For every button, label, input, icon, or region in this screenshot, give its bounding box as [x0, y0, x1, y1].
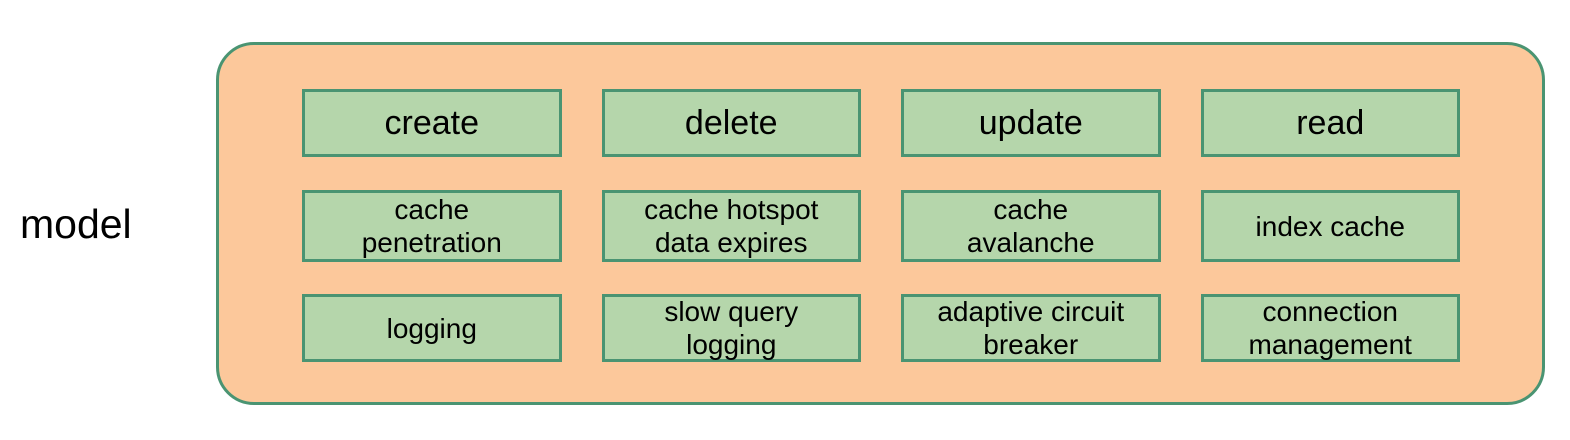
cache-concerns-row: cache penetration cache hotspot data exp… [302, 190, 1460, 262]
box-cache-penetration[interactable]: cache penetration [302, 190, 562, 262]
box-cache-avalanche-label: cache avalanche [966, 194, 1095, 258]
box-logging-label: logging [386, 312, 477, 344]
box-adaptive-circuit-breaker[interactable]: adaptive circuit breaker [901, 294, 1161, 362]
model-group-container: create delete update read cache penetrat… [216, 42, 1545, 405]
box-slow-query-logging[interactable]: slow query logging [601, 294, 861, 362]
box-cache-hotspot-data-expires-label: cache hotspot data expires [644, 194, 819, 258]
box-update[interactable]: update [901, 89, 1161, 157]
box-connection-management-label: connection management [1248, 296, 1412, 360]
box-delete-label: delete [684, 104, 778, 142]
box-slow-query-logging-label: slow query logging [664, 296, 799, 360]
box-connection-management[interactable]: connection management [1200, 294, 1460, 362]
box-cache-avalanche[interactable]: cache avalanche [901, 190, 1161, 262]
box-adaptive-circuit-breaker-label: adaptive circuit breaker [937, 296, 1125, 360]
box-index-cache-label: index cache [1255, 210, 1405, 242]
box-cache-hotspot-data-expires[interactable]: cache hotspot data expires [601, 190, 861, 262]
box-index-cache[interactable]: index cache [1200, 190, 1460, 262]
operations-row: create delete update read [302, 89, 1460, 157]
model-label: model [20, 201, 132, 247]
box-cache-penetration-label: cache penetration [361, 194, 502, 258]
box-read-label: read [1296, 104, 1365, 142]
box-create-label: create [384, 104, 480, 142]
box-update-label: update [978, 104, 1083, 142]
box-read[interactable]: read [1200, 89, 1460, 157]
box-delete[interactable]: delete [601, 89, 861, 157]
box-create[interactable]: create [302, 89, 562, 157]
reliability-concerns-row: logging slow query logging adaptive circ… [302, 294, 1460, 362]
box-logging[interactable]: logging [302, 294, 562, 362]
